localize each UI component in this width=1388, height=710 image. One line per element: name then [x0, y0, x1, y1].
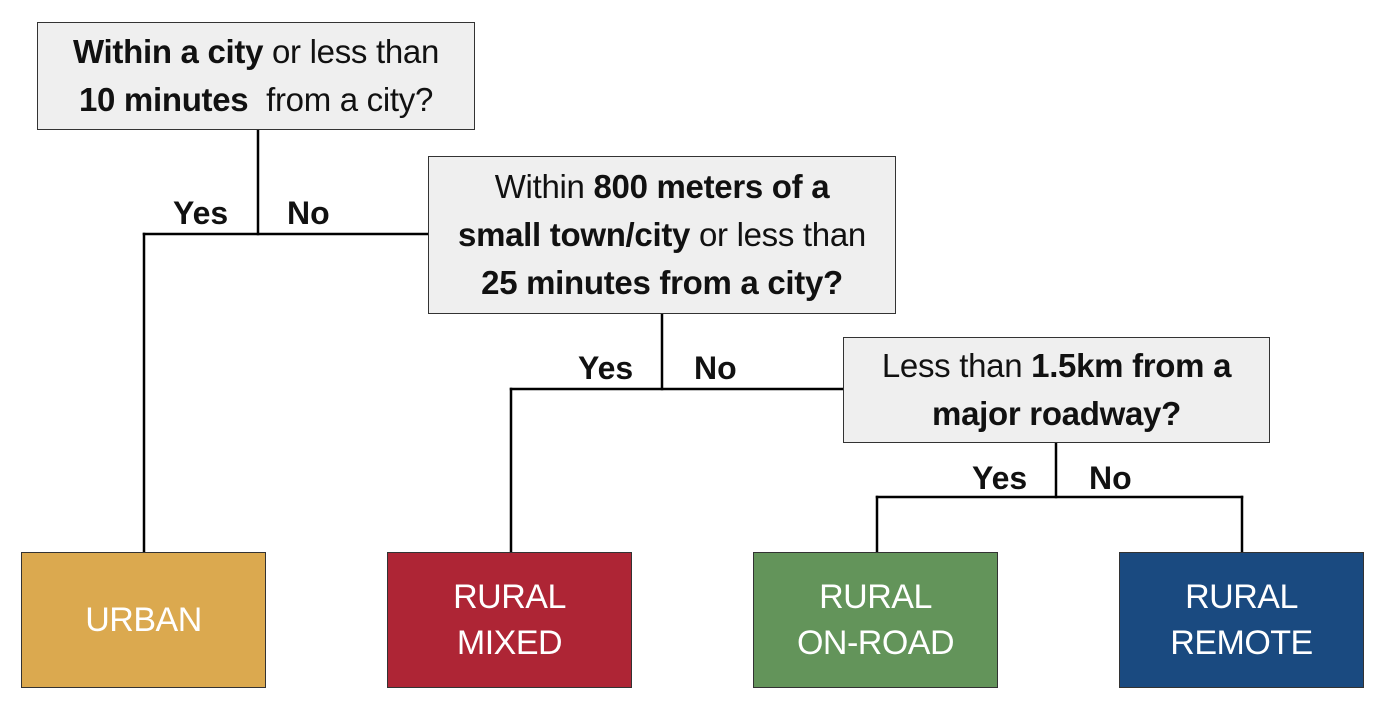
- question-text: from a city?: [257, 81, 434, 118]
- result-label: RURAL: [819, 578, 932, 616]
- question-text-line: 25 minutes from a city?: [481, 259, 843, 307]
- result-label: URBAN: [85, 601, 202, 639]
- question-text-line: Less than 1.5km from a: [881, 342, 1232, 390]
- question-text-emphasis: 25 minutes from a city?: [481, 264, 843, 301]
- question-text: or less than: [690, 216, 866, 253]
- question-text-line: 10 minutes from a city?: [79, 76, 433, 124]
- question-text-line: small town/city or less than: [458, 211, 866, 259]
- question-text-emphasis: 10 minutes: [78, 81, 258, 118]
- question-text-emphasis: small town/city: [458, 216, 691, 253]
- branch-label-no: No: [1089, 460, 1132, 496]
- branch-label-no: No: [694, 350, 737, 386]
- question-text-line: Within a city or less than: [73, 28, 439, 76]
- question-text: Within: [494, 168, 594, 205]
- result-box-rural-on-road: RURAL ON-ROAD: [753, 552, 998, 688]
- question-text: or less than: [263, 33, 440, 70]
- result-label: RURAL: [1185, 578, 1298, 616]
- question-text-line: Within 800 meters of a: [495, 163, 830, 211]
- branch-label-yes: Yes: [578, 350, 634, 386]
- result-box-rural-remote: RURAL REMOTE: [1119, 552, 1364, 688]
- question-text-line: major roadway?: [932, 390, 1181, 438]
- result-label: ON-ROAD: [796, 624, 955, 662]
- question-box-roadway: Less than 1.5km from a major roadway?: [843, 337, 1270, 443]
- result-label: REMOTE: [1170, 624, 1313, 662]
- branch-label-no: No: [287, 195, 330, 231]
- result-label: MIXED: [456, 624, 563, 662]
- branch-label-yes: Yes: [173, 195, 229, 231]
- result-label: RURAL: [453, 578, 566, 616]
- question-text-emphasis: 1.5km from a: [1031, 347, 1232, 384]
- branch-label-yes: Yes: [972, 460, 1028, 496]
- question-text-emphasis: Within a city: [72, 33, 264, 70]
- result-box-urban: URBAN: [21, 552, 266, 688]
- question-text: Less than: [881, 347, 1032, 384]
- question-text-emphasis: major roadway?: [932, 395, 1181, 432]
- question-text-emphasis: 800 meters of a: [593, 168, 830, 205]
- result-box-rural-mixed: RURAL MIXED: [387, 552, 632, 688]
